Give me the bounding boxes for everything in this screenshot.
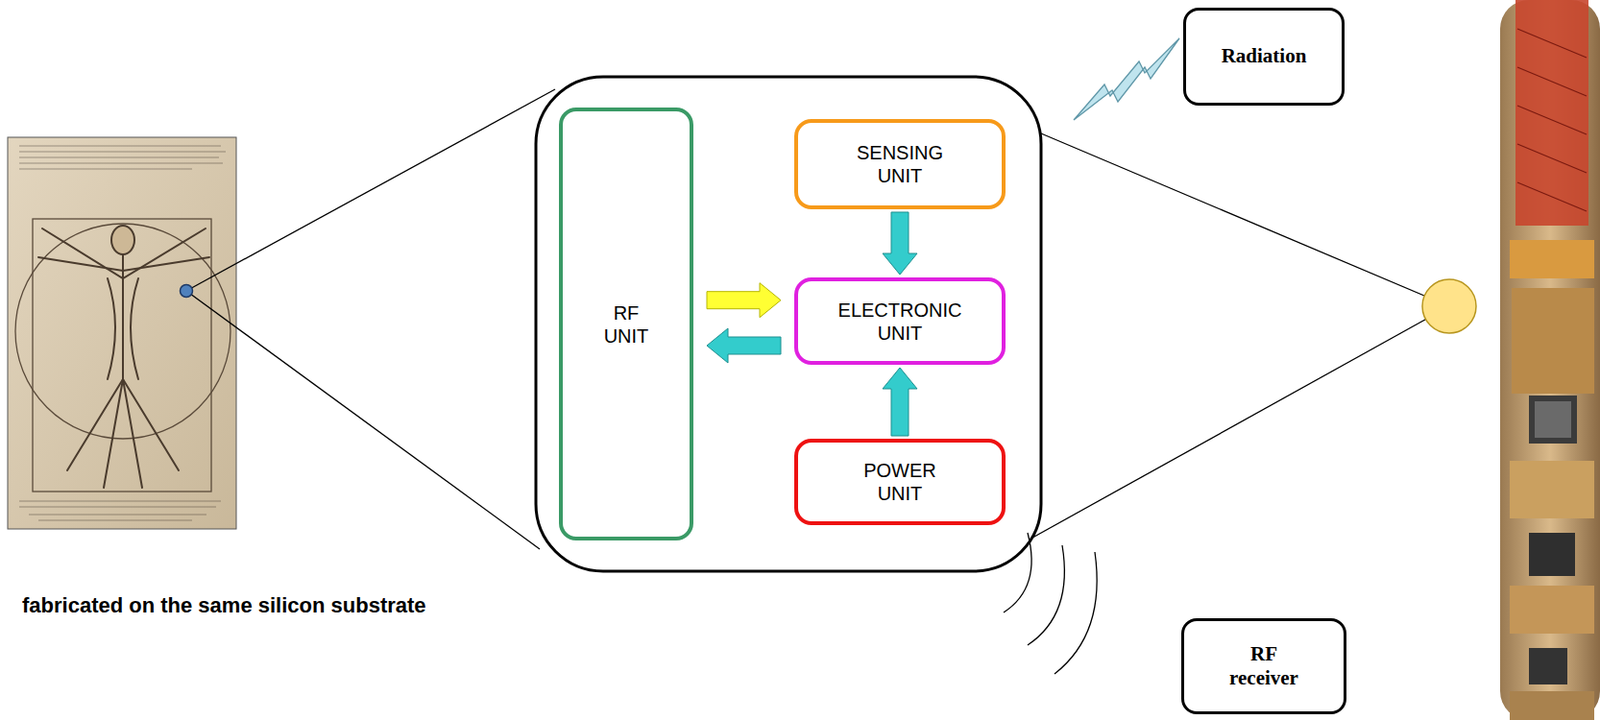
radiation-bolt (1073, 38, 1180, 121)
rf-unit-box: RF UNIT (558, 107, 694, 541)
power-unit-box: POWER UNIT (794, 438, 1006, 526)
capsule-photo (1500, 0, 1600, 720)
box-label: ELECTRONIC UNIT (838, 298, 963, 345)
zoom-line (186, 89, 556, 291)
location-dot (180, 285, 194, 298)
rf-receiver-box: RF receiver (1181, 618, 1347, 715)
sensing-unit-box: SENSING UNIT (794, 119, 1006, 210)
device-dot (1422, 279, 1477, 334)
zoom-line (186, 290, 540, 550)
block-arrow (706, 283, 781, 318)
radiation-box: Radiation (1183, 7, 1345, 106)
zoom-line (1016, 122, 1450, 307)
box-label: Radiation (1221, 44, 1308, 69)
caption-note: fabricated on the same silicon substrate (22, 593, 427, 619)
block-arrow (882, 212, 918, 275)
box-label: POWER UNIT (863, 459, 937, 506)
box-label: SENSING UNIT (856, 141, 944, 188)
box-label: RF UNIT (604, 301, 650, 348)
zoom-line (1008, 306, 1450, 552)
rf-waves (1003, 533, 1097, 675)
box-label: RF receiver (1229, 642, 1299, 691)
block-arrow (706, 328, 781, 364)
electronic-unit-box: ELECTRONIC UNIT (794, 277, 1006, 365)
device-outline (535, 76, 1042, 572)
block-arrow (882, 367, 918, 437)
vitruvian-drawing (7, 137, 237, 530)
